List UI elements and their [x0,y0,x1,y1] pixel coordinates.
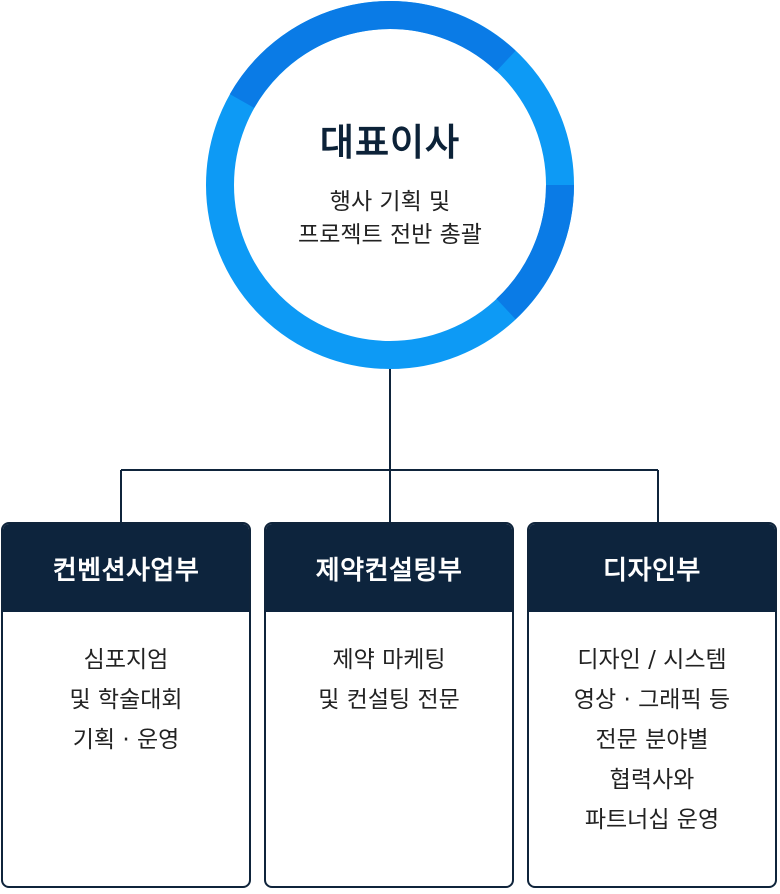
dept-description-line: 협력사와 [609,767,695,793]
ceo-description: 행사 기획 및 프로젝트 전반 총괄 [298,186,482,252]
dept-description-line: 영상 · 그래픽 등 [573,687,731,713]
ceo-ring [206,1,574,369]
dept-description-line: 전문 분야별 [595,727,709,753]
dept-description: 제약 마케팅 및 컨설팅 전문 [266,612,512,720]
dept-description-line: 기획 · 운영 [72,727,180,753]
dept-description: 심포지엄 및 학술대회 기획 · 운영 [3,612,249,760]
dept-description-line: 파트너십 운영 [584,807,720,833]
dept-description-line: 및 학술대회 [69,687,183,713]
ceo-node: 대표이사 행사 기획 및 프로젝트 전반 총괄 [206,1,574,369]
dept-description-line: 제약 마케팅 [332,647,446,673]
ceo-description-line: 행사 기획 및 [329,189,451,215]
dept-design: 디자인부 디자인 / 시스템 영상 · 그래픽 등 전문 분야별 협력사와 파트… [527,522,777,888]
dept-title: 제약컨설팅부 [266,524,512,612]
ceo-description-line: 프로젝트 전반 총괄 [298,222,482,248]
dept-pharma-consulting: 제약컨설팅부 제약 마케팅 및 컨설팅 전문 [264,522,514,888]
dept-title: 컨벤션사업부 [3,524,249,612]
dept-description: 디자인 / 시스템 영상 · 그래픽 등 전문 분야별 협력사와 파트너십 운영 [529,612,775,840]
ceo-title: 대표이사 [319,121,461,164]
dept-description-line: 심포지엄 [83,647,169,673]
dept-description-line: 디자인 / 시스템 [577,647,727,673]
dept-title: 디자인부 [529,524,775,612]
dept-description-line: 및 컨설팅 전문 [318,687,460,713]
dept-convention: 컨벤션사업부 심포지엄 및 학술대회 기획 · 운영 [1,522,251,888]
